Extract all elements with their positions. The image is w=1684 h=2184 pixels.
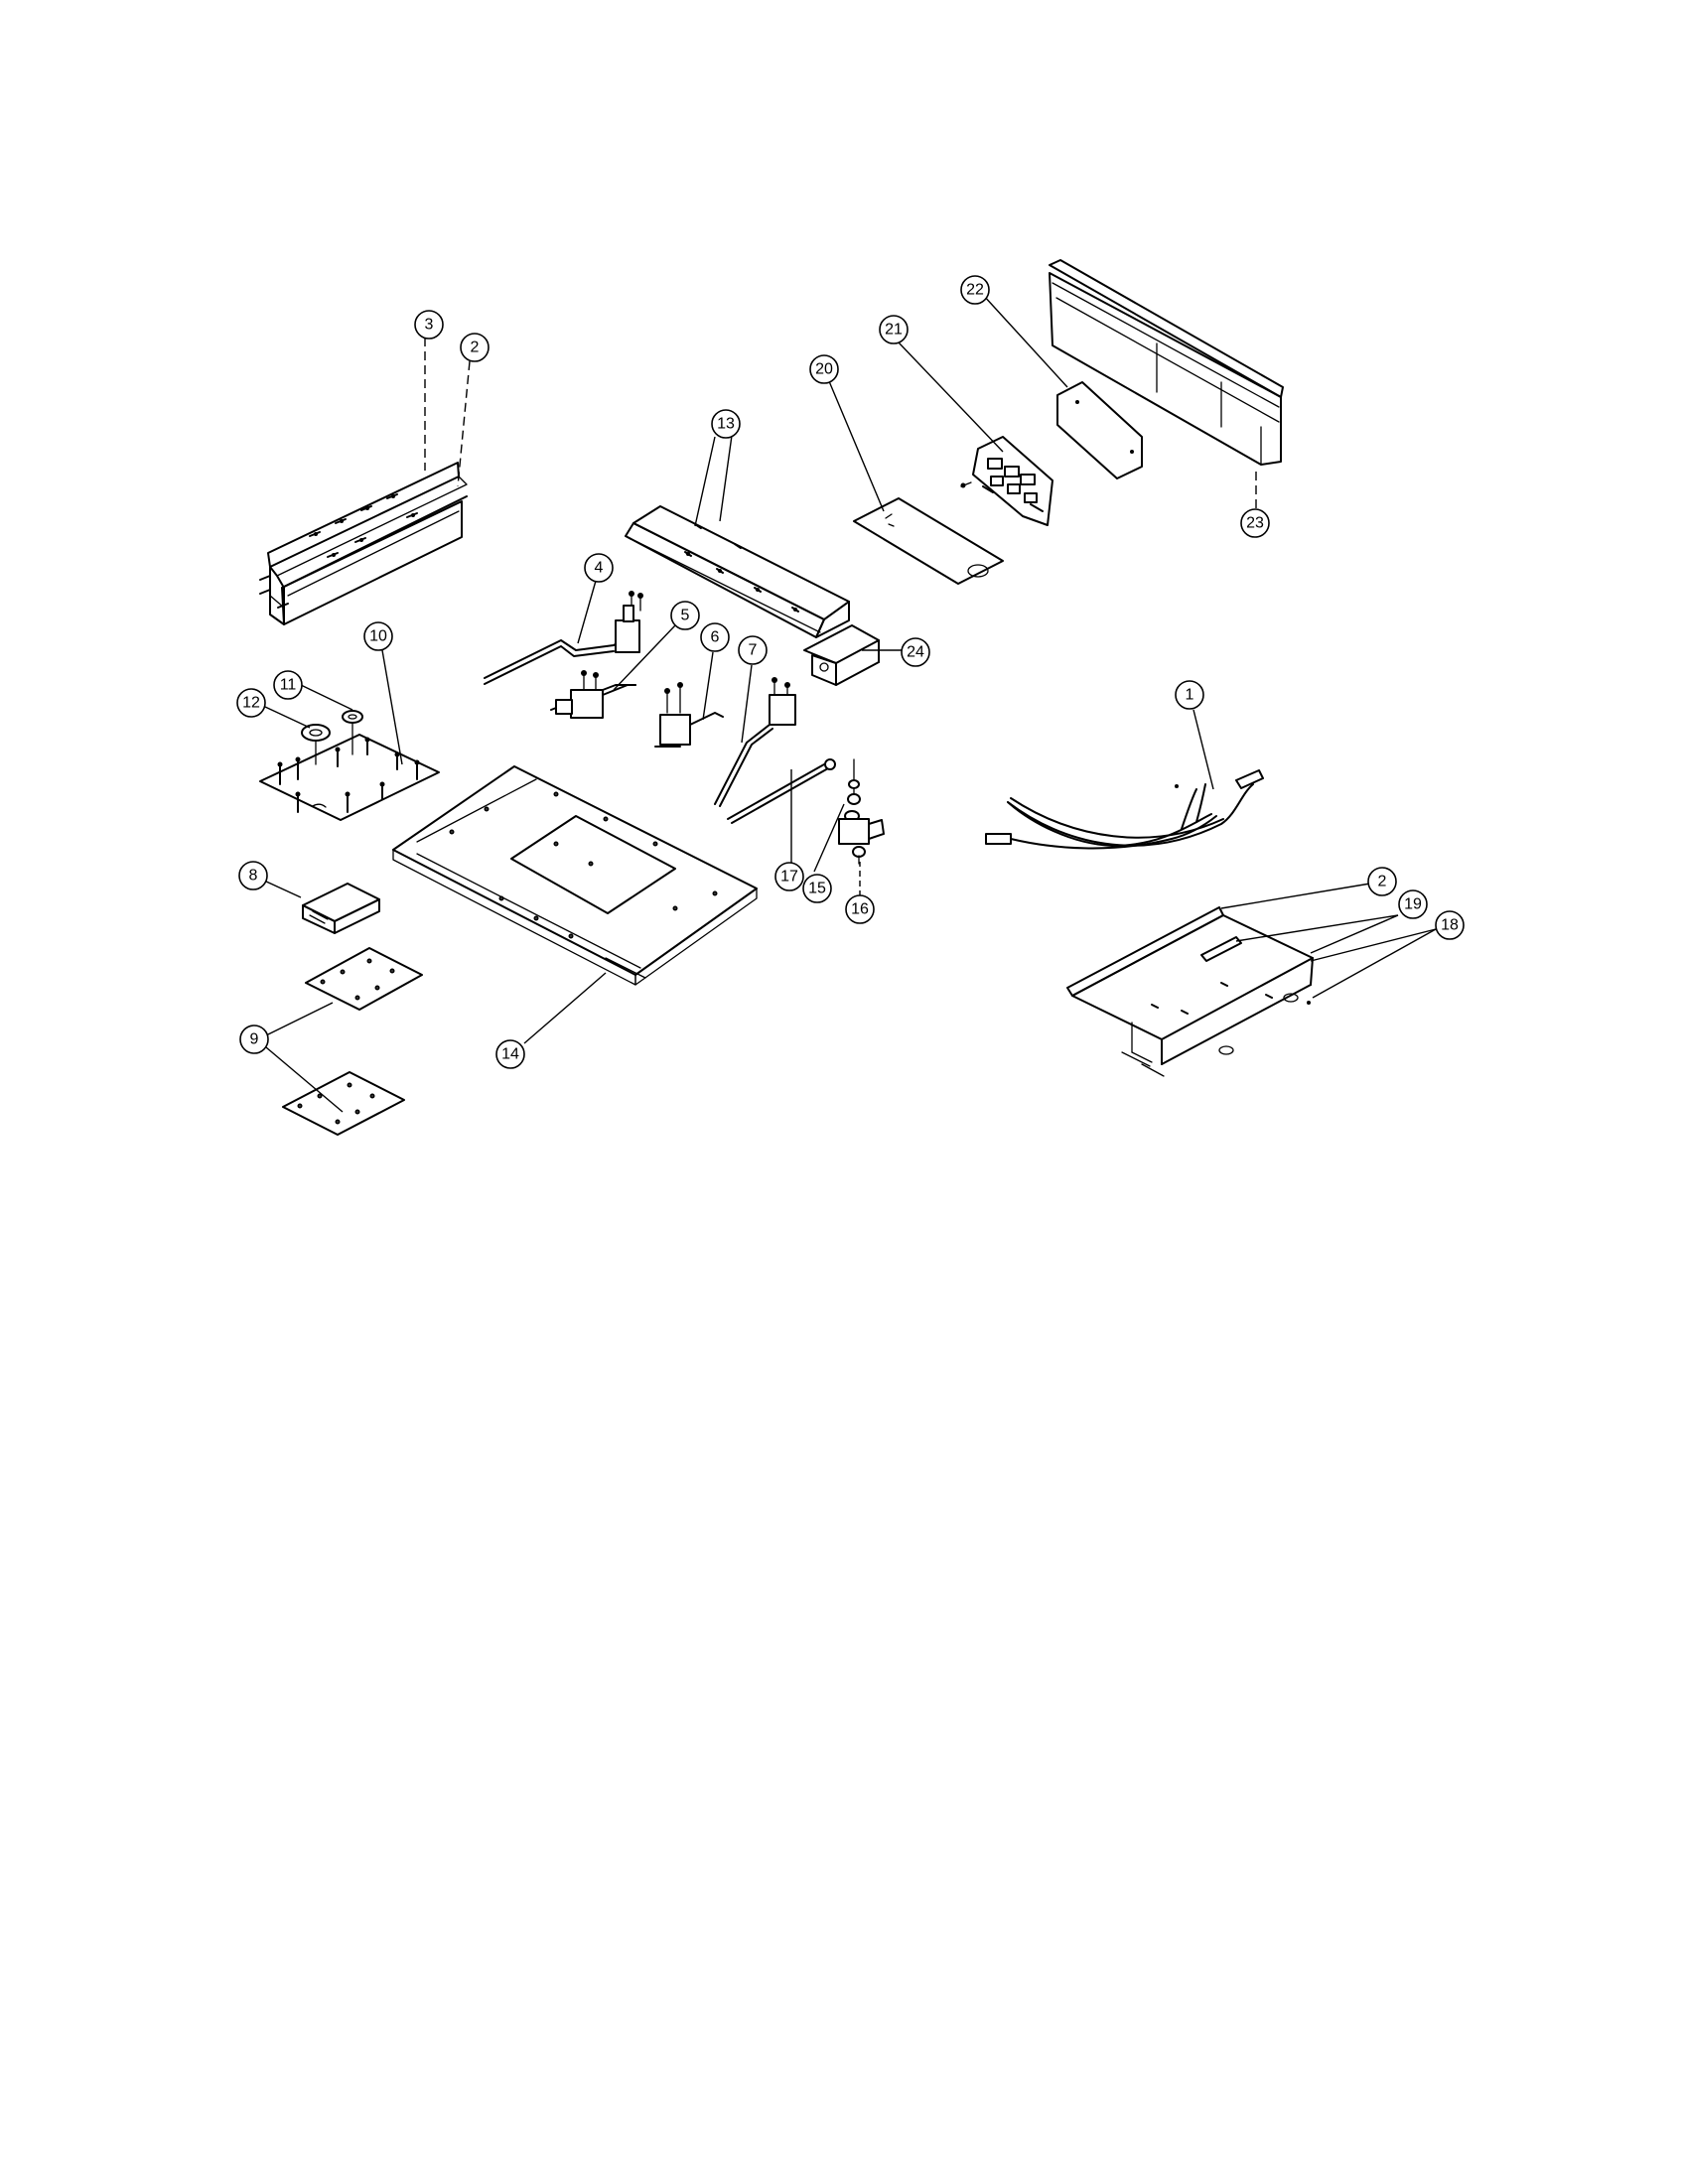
callout-23: 23 [1240,508,1270,538]
callout-label: 6 [711,629,720,646]
callout-label: 15 [808,881,826,897]
back-panel [1049,259,1284,466]
callout-2b: 2 [1367,867,1397,896]
callout-5: 5 [670,601,700,630]
callout-12: 12 [236,688,266,718]
callout-label: 14 [501,1046,519,1063]
pilot-tube [727,758,836,824]
left-rail-bracket [259,462,468,625]
base-plate [259,710,440,821]
callout-label: 16 [851,901,869,918]
callout-circle [460,333,490,362]
callout-3: 3 [414,310,444,340]
cover-plate [1056,381,1143,479]
bottom-tray [392,765,758,986]
pilot-valve-assembly [838,758,885,865]
callout-label: 13 [717,416,735,433]
gas-valve-tube-7 [714,677,796,807]
callout-13: 14 [495,1039,525,1069]
callout-24: 24 [901,637,930,667]
callout-21: 21 [879,315,909,344]
callout-1: 1 [1175,680,1204,710]
burner-manifold [625,505,850,638]
callout-label: 24 [907,644,924,661]
mounting-plate [853,497,1004,585]
callout-2a: 2 [460,333,490,362]
callout-label: 19 [1404,896,1422,913]
callout-label: 2 [1378,874,1387,890]
callout-7: 7 [738,635,768,665]
control-board [960,436,1053,526]
callout-22: 22 [960,275,990,305]
callout-label: 2 [471,340,480,356]
callout-label: 1 [1186,687,1194,704]
callout-label: 11 [280,677,297,694]
callout-label: 3 [425,317,434,334]
callout-4: 4 [584,553,614,583]
wire-harness [985,769,1264,850]
callout-label: 22 [966,282,984,299]
callout-18: 18 [1435,910,1465,940]
callout-label: 17 [780,869,798,886]
callout-20: 20 [809,354,839,384]
callout-label: 4 [595,560,604,577]
callout-8: 8 [238,861,268,890]
callout-label: 8 [249,868,258,885]
access-panel-lower [282,1071,405,1136]
callout-15: 15 [802,874,832,903]
callout-label: 10 [369,628,387,645]
callout-label: 23 [1246,515,1264,532]
callout-label: 5 [681,608,690,624]
callout-label: 12 [242,695,260,712]
callout-14: 13 [711,409,741,439]
callout-6: 6 [700,622,730,652]
callout-label: 20 [815,361,833,378]
callout-17: 17 [774,862,804,891]
callout-9: 9 [239,1024,269,1054]
right-rail-bracket [1066,906,1314,1077]
gas-valve-6 [654,682,724,748]
junction-box [302,883,380,934]
callout-label: 21 [885,322,903,339]
gas-valve-tube-4 [484,591,643,685]
callout-10: 10 [363,621,393,651]
callout-19: 19 [1398,889,1428,919]
access-panel-upper [305,947,423,1011]
callout-11: 11 [273,670,303,700]
callout-label: 9 [250,1031,259,1048]
callout-label: 7 [749,642,758,659]
callout-label: 18 [1441,917,1459,934]
callout-16: 16 [845,894,875,924]
gas-valve-5 [550,670,636,719]
leader-lines [263,294,1437,1113]
manifold-bracket [803,624,880,686]
